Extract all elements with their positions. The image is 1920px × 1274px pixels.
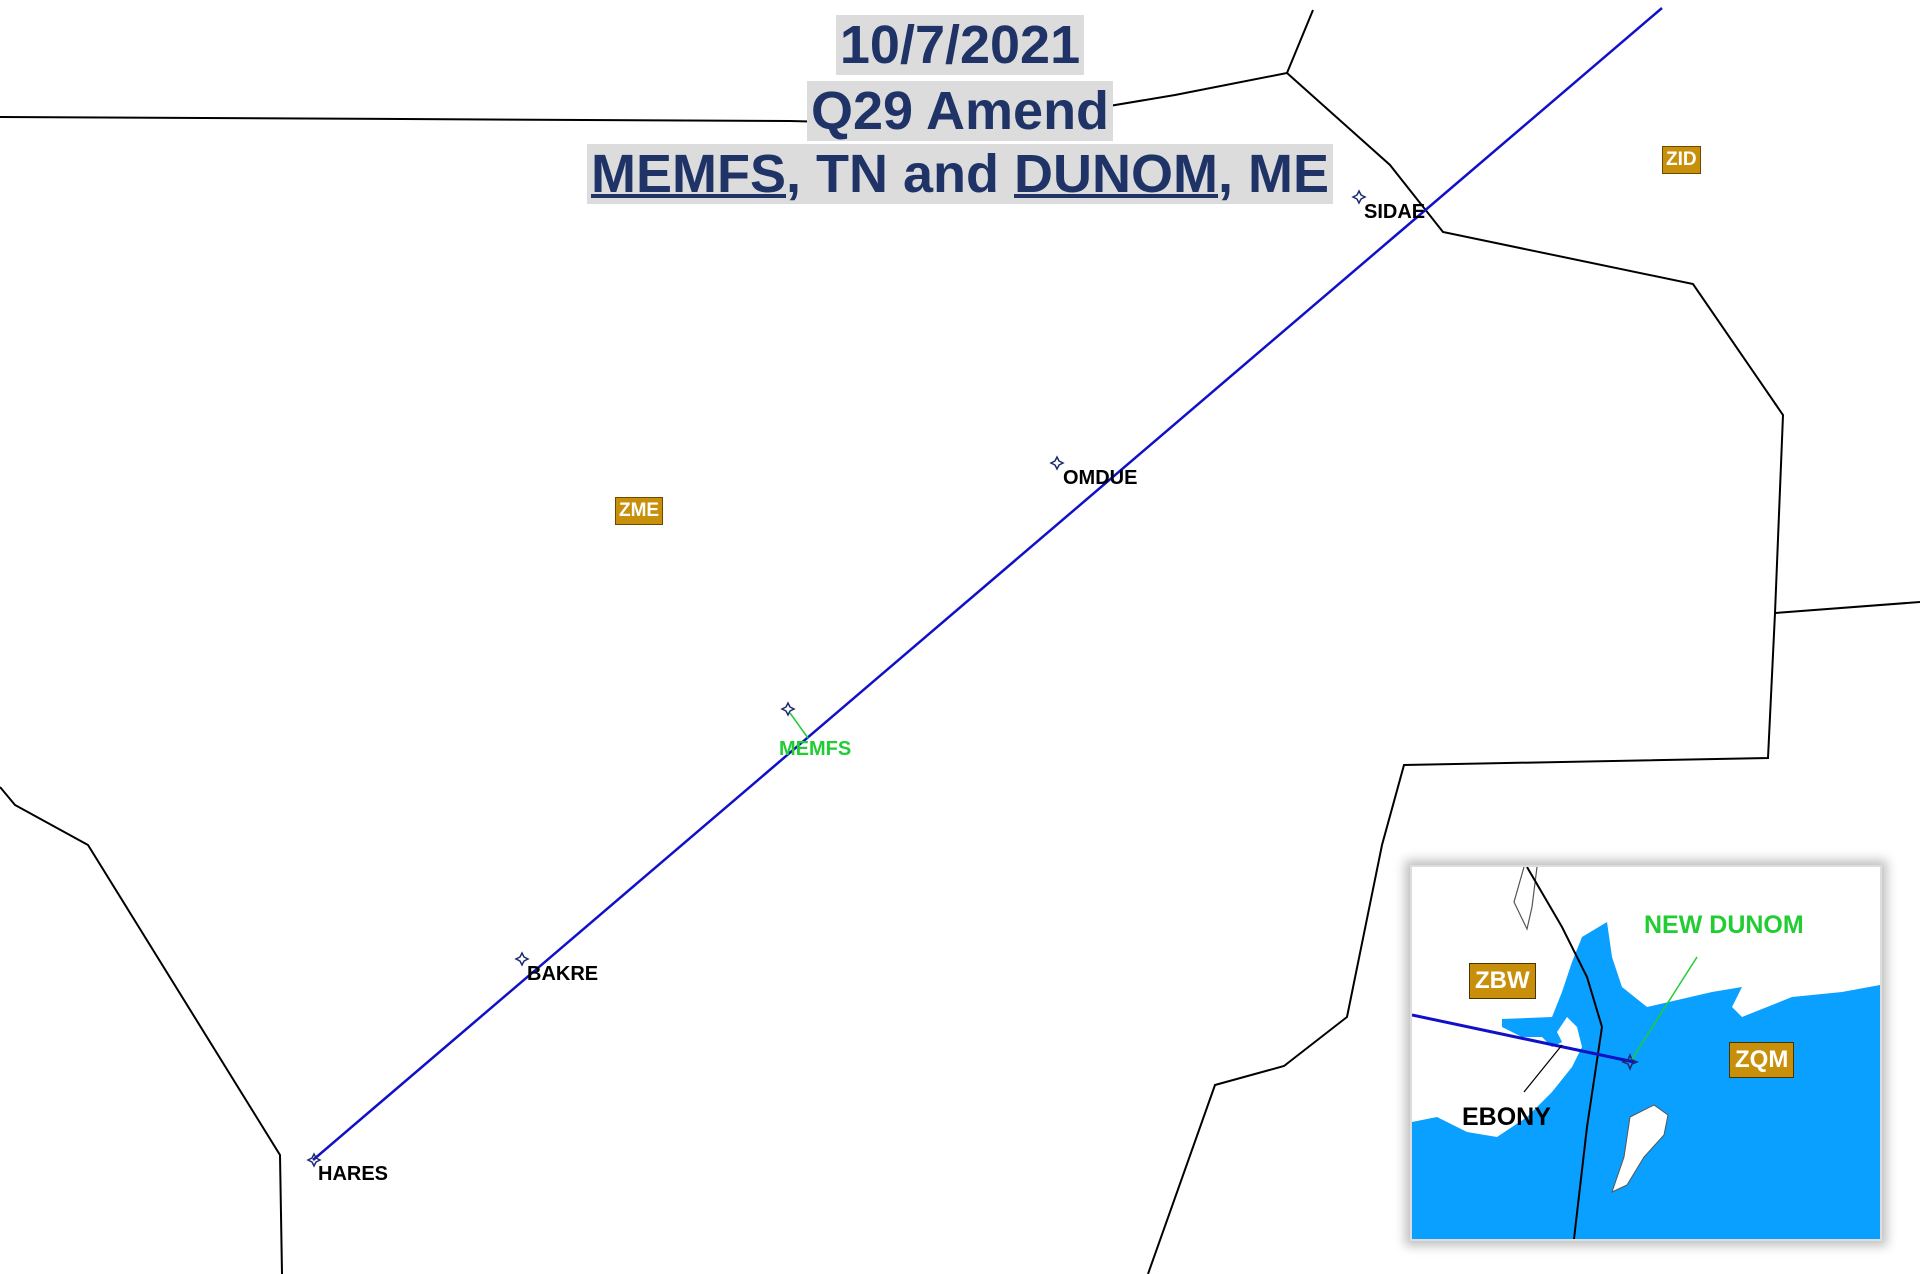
- center-box-zme: ZME: [615, 497, 664, 525]
- title-fix-memfs: MEMFS: [591, 144, 786, 204]
- fix-symbol-hares[interactable]: [306, 1152, 322, 1168]
- boundary-east: [1147, 72, 1785, 1274]
- inset-boundary: [1526, 867, 1604, 1239]
- inset-label-new-dunom: NEW DUNOM: [1644, 911, 1804, 939]
- fix-symbol-bakre[interactable]: [514, 951, 530, 967]
- fix-label-sidae: SIDAE: [1364, 201, 1426, 223]
- fix-label-memfs: MEMFS: [779, 738, 852, 760]
- title-state-me: , ME: [1217, 144, 1329, 204]
- title-state-tn: , TN and: [786, 144, 1014, 204]
- boundary-east-spur: [1774, 601, 1920, 614]
- inset-river-outline: [1513, 867, 1538, 931]
- fix-symbol-omdue[interactable]: [1049, 455, 1065, 471]
- inset-new-dunom-leader: [1631, 956, 1698, 1060]
- inset-svg: [1412, 867, 1880, 1239]
- title-route: Q29 Amend: [0, 80, 1920, 142]
- inset-route-line: [1412, 1013, 1635, 1064]
- inset-center-box-zqm: ZQM: [1729, 1042, 1795, 1078]
- fix-label-bakre: BAKRE: [527, 963, 599, 985]
- title-fixes: MEMFS, TN and DUNOM, ME: [0, 143, 1920, 205]
- title-fixes-text: MEMFS, TN and DUNOM, ME: [587, 144, 1333, 204]
- title-fix-dunom: DUNOM: [1014, 144, 1218, 204]
- memfs-leader-line: [789, 712, 809, 739]
- route-q29-line: [312, 7, 1663, 1161]
- inset-fix-symbol-dunom[interactable]: [1620, 1052, 1640, 1072]
- inset-map: NEW DUNOM EBONY ZBW ZQM: [1410, 865, 1882, 1241]
- boundary-southwest: [0, 786, 283, 1274]
- inset-island: [1611, 1104, 1669, 1193]
- inset-ebony-leader: [1523, 1044, 1563, 1093]
- title-date: 10/7/2021: [0, 14, 1920, 76]
- title-date-text: 10/7/2021: [835, 15, 1085, 75]
- fix-label-hares: HARES: [318, 1163, 389, 1185]
- inset-center-box-zbw: ZBW: [1469, 963, 1536, 999]
- inset-label-ebony: EBONY: [1462, 1103, 1551, 1131]
- center-box-zid: ZID: [1662, 146, 1701, 174]
- fix-symbol-memfs[interactable]: [780, 701, 796, 717]
- fix-symbol-sidae[interactable]: [1351, 189, 1367, 205]
- inset-water: [1412, 922, 1880, 1239]
- fix-label-omdue: OMDUE: [1063, 467, 1138, 489]
- title-route-text: Q29 Amend: [806, 81, 1114, 141]
